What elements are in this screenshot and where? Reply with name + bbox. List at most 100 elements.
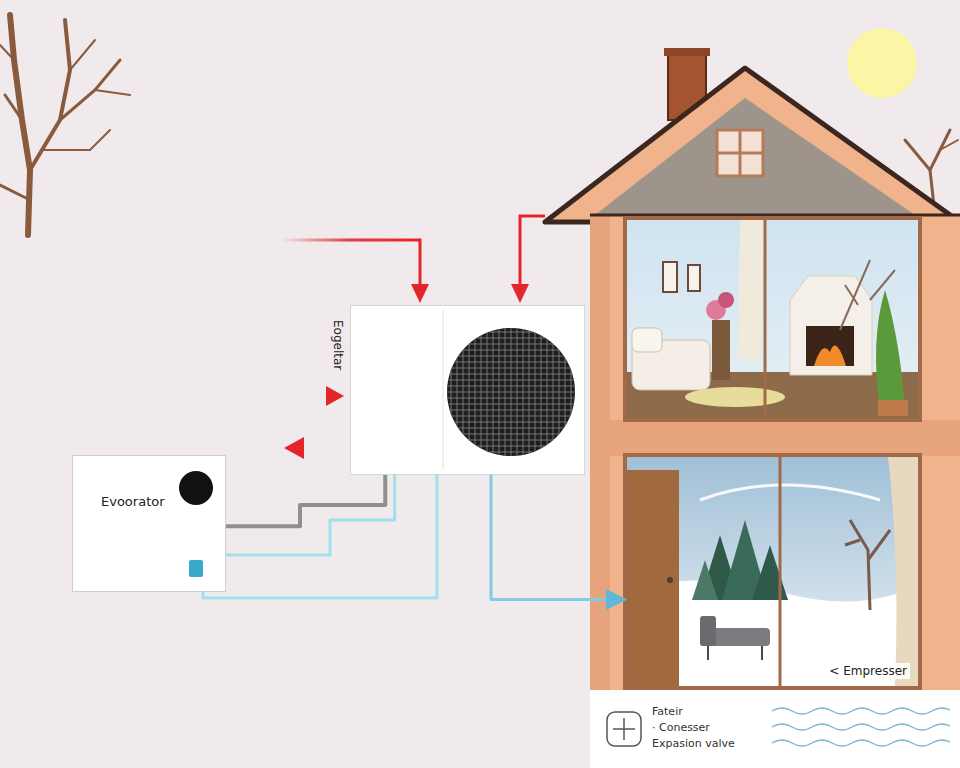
grille-wire [447, 392, 575, 393]
heat-flow-arrows [280, 240, 420, 288]
right-tree [940, 140, 958, 150]
winter-window [779, 457, 782, 686]
bare-tree [10, 15, 30, 235]
refrigerant-pipe [203, 475, 437, 598]
grille-wire [454, 422, 567, 423]
legend-sample [770, 737, 950, 749]
living-room-window [790, 276, 872, 375]
winter-window [625, 455, 920, 688]
grille-wire [469, 344, 554, 345]
refrigerant-pipe [226, 475, 395, 555]
bare-tree [30, 20, 70, 170]
living-room-window [632, 328, 662, 352]
unit-label: Eogeltar [331, 320, 345, 370]
wave-line [772, 740, 950, 746]
bare-tree [0, 15, 130, 235]
winter-window [625, 455, 920, 688]
winter-window [761, 646, 763, 660]
heat-flow-arrows [411, 284, 429, 303]
living-room-window [718, 292, 734, 308]
room-window: < Empresser [625, 455, 920, 688]
grille-wire [452, 416, 571, 417]
legend-sample [770, 721, 950, 733]
legend: Fateir · ConesserExpasion valve [652, 703, 950, 751]
legend-box [590, 690, 960, 768]
living-room-window [806, 326, 854, 366]
legend-text: Fateir [652, 705, 770, 718]
heat-flow-arrows [284, 437, 304, 459]
grille-wire [447, 386, 574, 387]
grille-wire [450, 374, 573, 375]
refrigerant-pipe [491, 475, 625, 599]
living-room-window [712, 320, 730, 380]
heat-flow-arrows [511, 284, 529, 303]
living-room-window [738, 220, 765, 360]
grille-wire [454, 362, 567, 363]
house [717, 130, 763, 176]
bare-tree [0, 45, 14, 60]
indicator [189, 560, 203, 577]
house [545, 48, 960, 690]
living-room-window [764, 220, 767, 418]
bare-tree [0, 185, 30, 200]
wave-line [772, 724, 950, 730]
bare-tree [5, 95, 22, 120]
heat-flow-arrows [520, 216, 545, 288]
house [717, 152, 763, 155]
unit-label: < Empresser [826, 663, 910, 679]
fan-grille [351, 306, 584, 474]
grille-wire [469, 440, 554, 441]
grille-wire [448, 380, 574, 381]
legend-sample [770, 705, 950, 717]
grille-wire [448, 404, 574, 405]
bare-tree [95, 90, 130, 95]
bare-tree [60, 60, 120, 120]
winter-window [707, 646, 709, 660]
living-room-window [688, 265, 700, 291]
house [610, 420, 960, 456]
winter-window [845, 520, 890, 610]
sun [847, 28, 917, 98]
bare-tree [42, 130, 110, 150]
indoor-unit: Evoorator [72, 455, 226, 592]
winter-window [667, 577, 673, 583]
bare-tree [70, 40, 95, 70]
living-room-window [663, 262, 677, 292]
legend-box [607, 712, 641, 746]
living-room-window [625, 218, 920, 420]
wave-line [772, 708, 950, 714]
house [664, 48, 710, 56]
legend-text: · Conesser [652, 721, 770, 734]
grille-wire [463, 350, 560, 351]
heat-flow-arrows [300, 445, 340, 451]
house [590, 215, 610, 690]
legend-box [613, 718, 635, 740]
house [590, 215, 960, 690]
grille-wire [463, 434, 560, 435]
legend-box [590, 690, 960, 768]
grille-wire [458, 428, 564, 429]
unit-details [73, 456, 225, 591]
living-room-window [840, 260, 895, 330]
winter-window [692, 560, 718, 600]
winter-window [627, 470, 679, 686]
legend-row: Expasion valve [652, 735, 950, 751]
fan-port [179, 471, 213, 505]
grille-wire [489, 332, 534, 333]
winter-window [888, 457, 918, 686]
grille-wire [450, 410, 573, 411]
winter-window [752, 545, 788, 600]
grille-wire [489, 452, 534, 453]
heat-flow-arrows [220, 395, 328, 398]
grille-wire [477, 338, 546, 339]
unit-label: Evoorator [101, 494, 165, 510]
house [545, 68, 960, 222]
legend-text: Expasion valve [652, 737, 770, 750]
living-room-window [685, 387, 785, 407]
living-room-window [625, 218, 920, 420]
legend-row: · Conesser [652, 719, 950, 735]
grille-wire [447, 398, 574, 399]
